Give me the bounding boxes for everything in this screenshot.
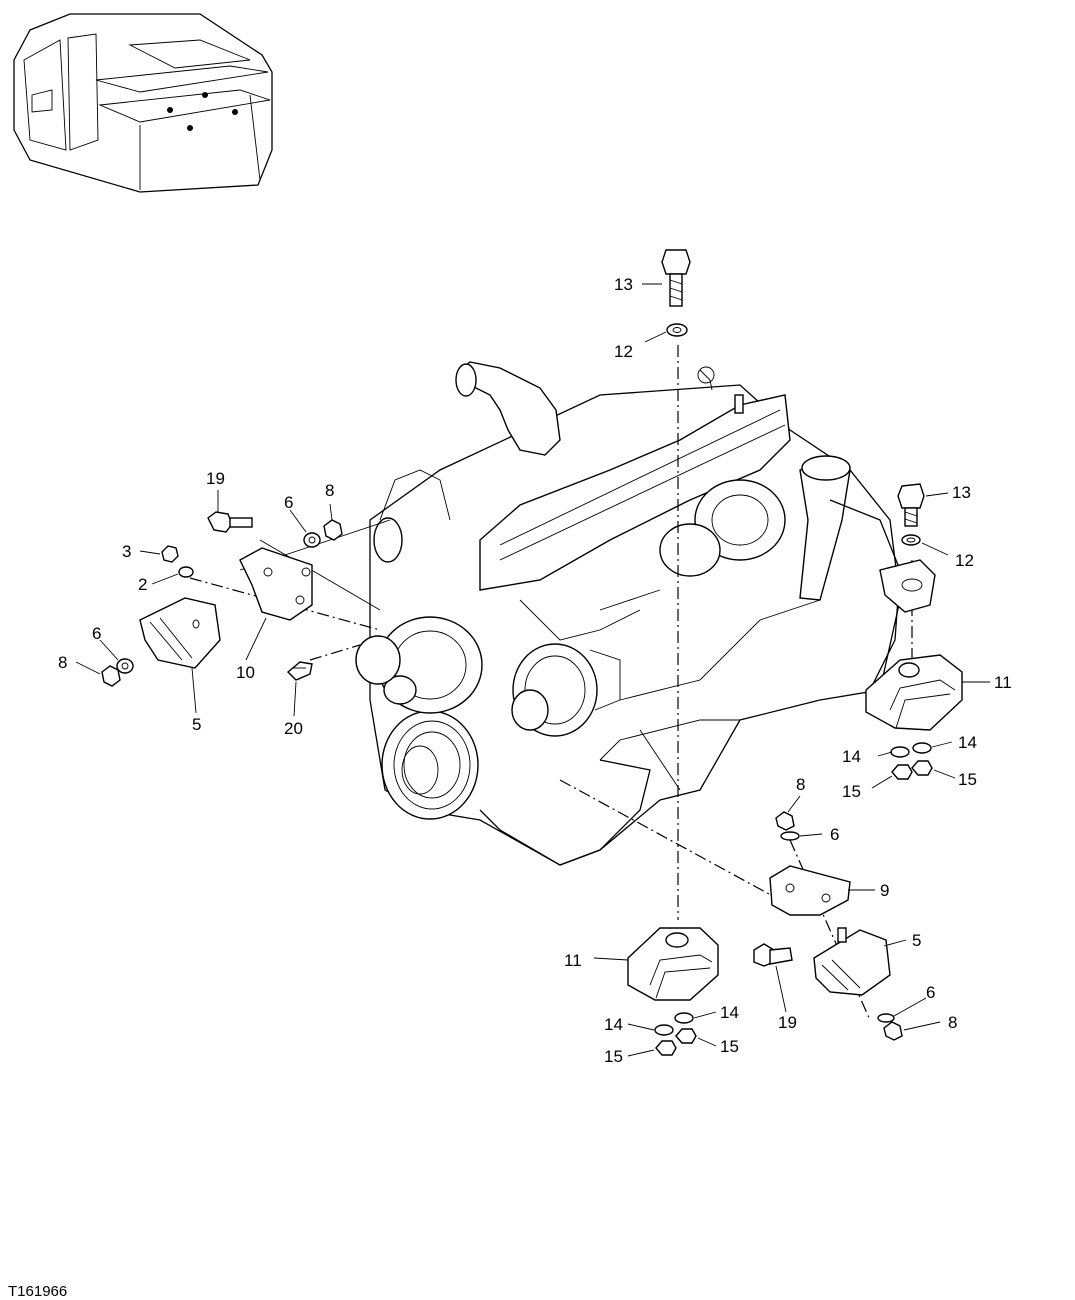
sensor-20 bbox=[286, 661, 313, 681]
nut-8-right-top bbox=[775, 811, 795, 831]
callout-15-right-right: 15 bbox=[958, 770, 977, 789]
washer-6-right-bottom bbox=[877, 1013, 895, 1023]
callout-14-bottom-left: 14 bbox=[604, 1015, 623, 1034]
washer-12-top bbox=[666, 323, 688, 337]
callout-11-right: 11 bbox=[994, 673, 1012, 692]
callout-20: 20 bbox=[284, 719, 303, 738]
washer-2 bbox=[178, 566, 194, 578]
callout-8-right-bottom: 8 bbox=[948, 1013, 957, 1032]
washer-12-right bbox=[901, 534, 921, 546]
nut-15-right-a bbox=[891, 764, 913, 780]
callout-14-right-right: 14 bbox=[958, 733, 977, 752]
callout-2: 2 bbox=[138, 575, 147, 594]
machine-locator-thumbnail bbox=[13, 13, 273, 193]
callout-10: 10 bbox=[236, 663, 255, 682]
nut-8-right-bottom bbox=[883, 1021, 903, 1041]
callout-14-bottom-right: 14 bbox=[720, 1003, 739, 1022]
washer-14-right-b bbox=[912, 742, 932, 754]
fan-pulley bbox=[355, 616, 483, 714]
bracket-9 bbox=[769, 865, 851, 916]
callout-15-bottom-right: 15 bbox=[720, 1037, 739, 1056]
callout-6-left-top: 6 bbox=[284, 493, 293, 512]
washer-6-left-top bbox=[303, 532, 321, 548]
washer-6-right-top bbox=[780, 831, 800, 841]
engine-assembly bbox=[355, 361, 901, 866]
nut-15-bottom-a bbox=[655, 1040, 677, 1056]
nut-3 bbox=[161, 545, 179, 563]
washer-14-bottom-b bbox=[674, 1012, 694, 1024]
callout-13-right: 13 bbox=[952, 483, 971, 502]
callout-11-bottom: 11 bbox=[564, 951, 582, 970]
washer-6-left-bottom bbox=[116, 658, 134, 674]
callout-5-right: 5 bbox=[912, 931, 921, 950]
callout-3: 3 bbox=[122, 542, 131, 561]
mount-5-left bbox=[139, 597, 221, 669]
crank-pulley bbox=[381, 710, 479, 820]
nut-15-right-b bbox=[911, 760, 933, 776]
callout-19-left: 19 bbox=[206, 469, 225, 488]
callout-5-left: 5 bbox=[192, 715, 201, 734]
callout-6-right-bottom: 6 bbox=[926, 983, 935, 1002]
callout-15-bottom-left: 15 bbox=[604, 1047, 623, 1066]
callout-19-right: 19 bbox=[778, 1013, 797, 1032]
washer-14-bottom-a bbox=[654, 1024, 674, 1036]
callout-15-right-left: 15 bbox=[842, 782, 861, 801]
callout-13-top: 13 bbox=[614, 275, 633, 294]
callout-8-left-bottom: 8 bbox=[58, 653, 67, 672]
callout-12-right: 12 bbox=[955, 551, 974, 570]
callout-14-right-left: 14 bbox=[842, 747, 861, 766]
leader-lines bbox=[75, 283, 990, 1057]
bracket-10 bbox=[239, 547, 313, 621]
callout-labels: 13 12 13 12 11 14 14 15 15 11 14 14 15 1… bbox=[58, 275, 1012, 1066]
alternator bbox=[511, 643, 621, 737]
callout-8-right-top: 8 bbox=[796, 775, 805, 794]
washer-14-right-a bbox=[890, 746, 910, 758]
nut-8-left-bottom bbox=[101, 665, 121, 687]
figure-id: T161966 bbox=[8, 1283, 67, 1300]
bolt-19-right bbox=[753, 943, 793, 967]
bolt-13-right bbox=[897, 483, 925, 527]
bolt-19-left bbox=[207, 511, 253, 533]
nut-15-bottom-b bbox=[675, 1028, 697, 1044]
rubber-mount-11-right bbox=[865, 654, 963, 731]
callout-6-right-top: 6 bbox=[830, 825, 839, 844]
callout-12-top: 12 bbox=[614, 342, 633, 361]
callout-6-left-bottom: 6 bbox=[92, 624, 101, 643]
callout-9: 9 bbox=[880, 881, 889, 900]
bolt-13-top bbox=[661, 249, 691, 307]
mount-5-right bbox=[813, 927, 891, 996]
callout-8-left-top: 8 bbox=[325, 481, 334, 500]
rubber-mount-11-bottom bbox=[627, 927, 719, 1001]
